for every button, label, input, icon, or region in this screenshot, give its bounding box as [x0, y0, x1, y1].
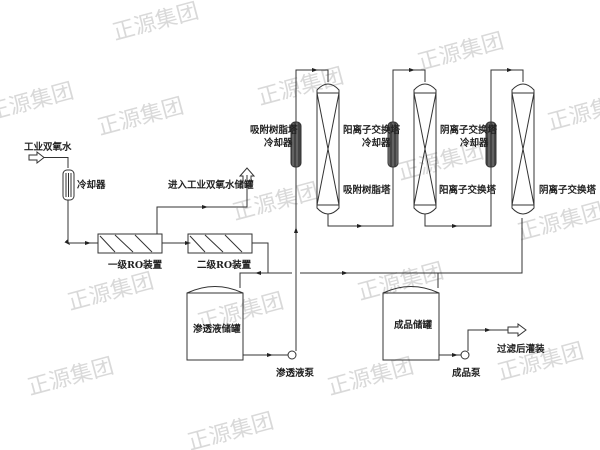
permeate-tank-label: 渗透液储罐 [193, 323, 241, 335]
to-storage-label: 进入工业双氧水储罐 [168, 179, 254, 191]
ro-stage-2: 二级RO装置 [187, 233, 253, 271]
watermark: 正源集团 [185, 409, 276, 450]
resin-tower: 吸附树脂塔 [316, 83, 391, 215]
product-tank-label: 成品储罐 [394, 319, 433, 331]
outlet-arrow-icon [238, 167, 256, 183]
cation-cooler-label: 阳离子交换塔 [343, 124, 401, 136]
watermark: 正源集团 [515, 199, 600, 246]
feed-arrow-icon [28, 150, 45, 165]
cation-cooler: 阳离子交换塔 冷却器 [343, 121, 401, 168]
watermark: 正源集团 [65, 269, 156, 316]
filling-arrow-icon [507, 323, 527, 337]
watermark: 正源集团 [0, 79, 77, 126]
permeate-pump-label: 渗透液泵 [276, 367, 315, 379]
watermark: 正源集团 [95, 94, 186, 141]
feed-cooler: 冷却器 [62, 169, 106, 246]
resin-tower-label: 吸附树脂塔 [343, 184, 391, 196]
anion-cooler: 阴离子交换塔 冷却器 [440, 121, 498, 168]
ro2-label: 二级RO装置 [197, 259, 252, 271]
resin-cooler-label-2: 冷却器 [264, 137, 293, 149]
watermark: 正源集团 [415, 29, 506, 76]
resin-cooler-label: 吸附树脂塔 [250, 124, 298, 136]
permeate-pump: 渗透液泵 [276, 350, 315, 379]
watermark: 正源集团 [110, 0, 201, 46]
product-pump-label: 成品泵 [452, 367, 481, 379]
product-pump: 成品泵 [452, 350, 481, 379]
feed-inlet: 工业双氧水 [24, 141, 72, 168]
resin-cooler: 吸附树脂塔 冷却器 [250, 121, 302, 168]
product-tank: 成品储罐 [382, 286, 440, 361]
permeate-tank: 渗透液储罐 [186, 286, 244, 361]
feed-label: 工业双氧水 [24, 141, 72, 153]
cooler-label: 冷却器 [77, 179, 106, 191]
filling-label: 过滤后灌装 [497, 343, 545, 355]
anion-cooler-label-2: 冷却器 [460, 137, 489, 149]
anion-cooler-label: 阴离子交换塔 [440, 124, 498, 136]
ro-stage-1: 一级RO装置 [97, 233, 163, 271]
watermark: 正源集团 [545, 89, 600, 136]
anion-tower-label: 阴离子交换塔 [539, 184, 597, 196]
watermark: 正源集团 [325, 354, 416, 401]
cation-tower: 阳离子交换塔 [413, 83, 497, 215]
cation-cooler-label-2: 冷却器 [362, 137, 391, 149]
watermark: 正源集团 [25, 354, 116, 401]
watermark: 正源集团 [355, 259, 446, 306]
anion-tower: 阴离子交换塔 [511, 83, 597, 215]
cation-tower-label: 阳离子交换塔 [439, 184, 497, 196]
ro1-label: 一级RO装置 [108, 259, 163, 271]
watermark: 正源集团 [255, 64, 346, 111]
